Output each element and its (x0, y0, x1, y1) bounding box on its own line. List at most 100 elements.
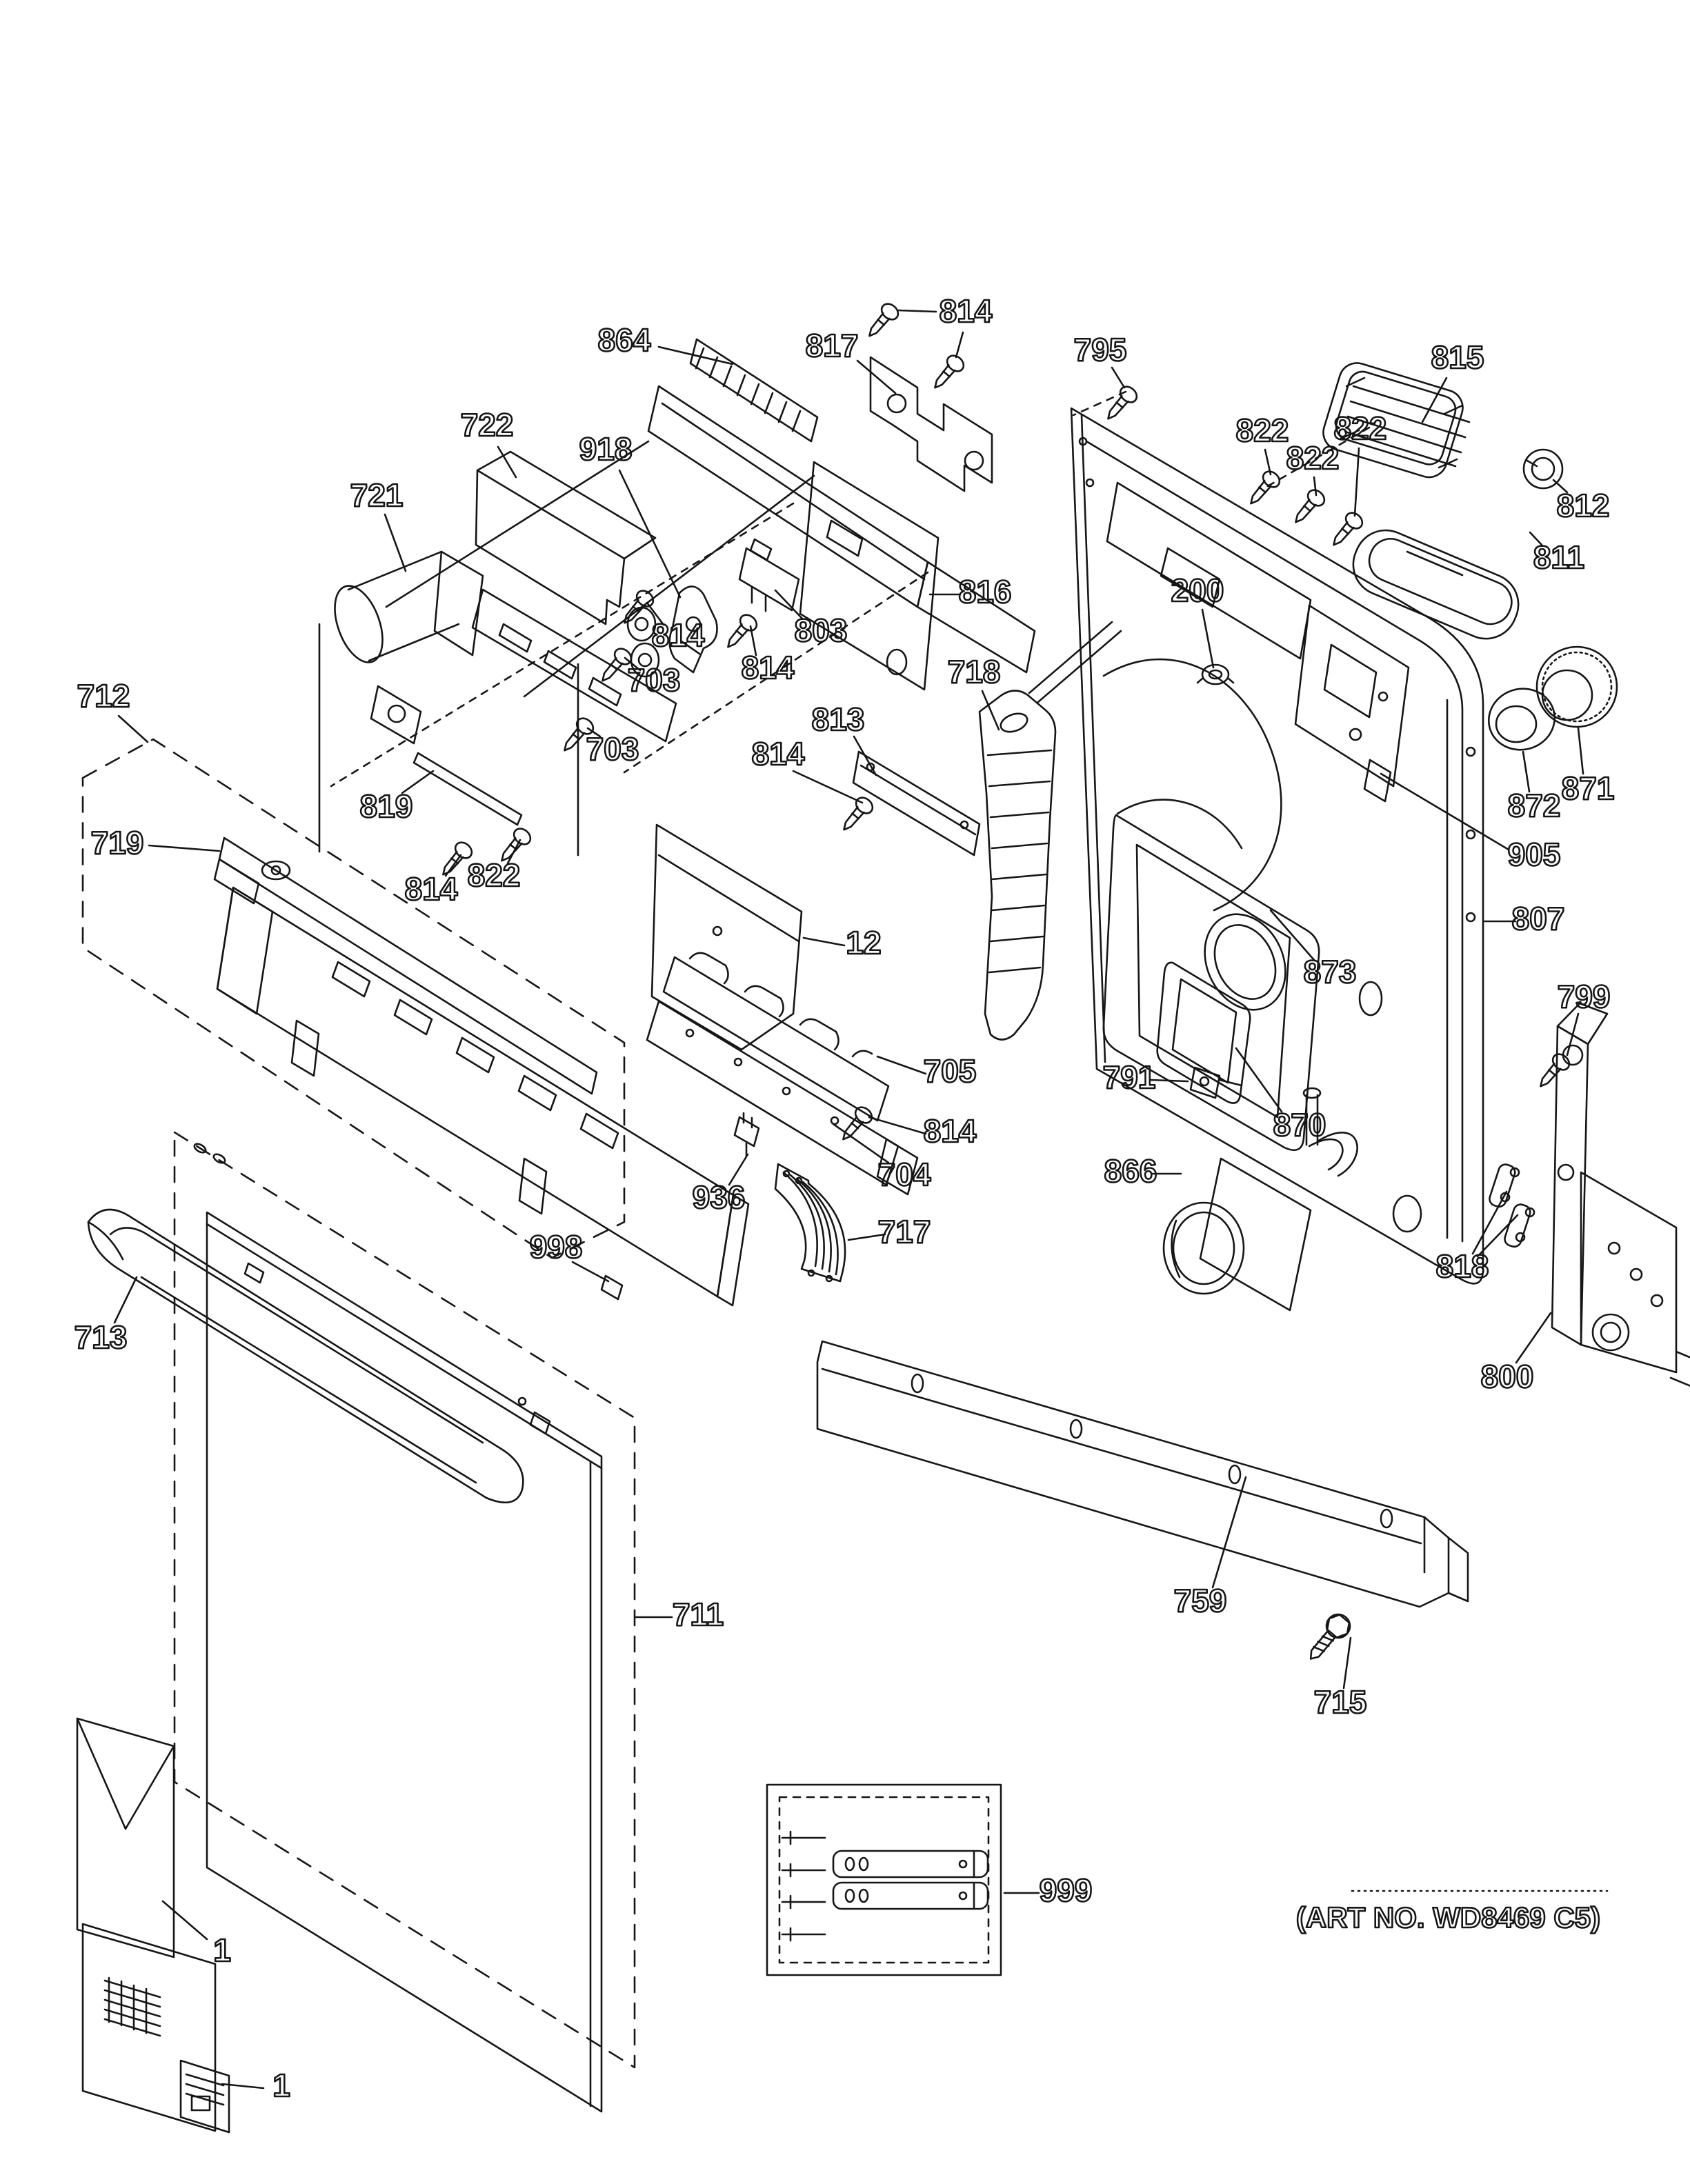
callout-814: 814 (750, 735, 864, 804)
callout-leader-line (1211, 1476, 1247, 1589)
callout-leader-line (1353, 447, 1360, 517)
callout-leader-line (728, 1153, 749, 1186)
door-liner-873 (1102, 814, 1320, 1151)
callout-leader-line (802, 936, 846, 947)
callout-label: 818 (1436, 1248, 1489, 1284)
kit-screws (781, 1830, 826, 1942)
callout-905: 905 (1380, 772, 1562, 873)
art-number-text: (ART NO. WD8469 C5) (1296, 1901, 1600, 1934)
callout-759: 759 (1173, 1476, 1247, 1619)
callout-label: 872 (1508, 788, 1561, 823)
callout-871: 871 (1560, 727, 1616, 807)
callout-label: 813 (812, 701, 865, 737)
callout-leader-line (624, 657, 642, 672)
vent-721 (334, 550, 484, 745)
callout-leader-line (856, 359, 897, 394)
callout-leader-line (618, 469, 682, 599)
callout-label: 918 (579, 431, 633, 467)
callout-leader-line (1577, 727, 1584, 775)
callout-719: 719 (90, 824, 221, 861)
callout-leader-line (221, 2083, 265, 2090)
callout-leader-line (749, 625, 757, 657)
callout-label: 864 (598, 322, 651, 358)
callout-leader-line (506, 839, 521, 865)
callout-label: 718 (948, 654, 1001, 690)
bracket-817 (869, 356, 993, 492)
callout-leader-line (1529, 531, 1543, 546)
callout-leader-line (876, 1055, 927, 1075)
callout-leader-line (444, 854, 462, 877)
callout-label: 759 (1174, 1583, 1227, 1619)
callout-811: 811 (1529, 531, 1585, 576)
seal-ring-872 (1487, 688, 1556, 751)
callout-label: 822 (1286, 440, 1340, 476)
callout-label: 713 (74, 1319, 128, 1355)
callout-795: 795 (1073, 331, 1128, 389)
callout-label: 719 (91, 825, 144, 861)
callout-label: 704 (878, 1156, 931, 1192)
callout-leader-line (586, 727, 602, 738)
strip-819 (412, 752, 523, 826)
callout-label: 822 (468, 857, 521, 893)
callout-leader-line (401, 770, 435, 794)
callout-leader-line (161, 1900, 208, 1941)
ribbon-cable-717 (774, 1163, 846, 1283)
callout-873: 873 (1269, 909, 1358, 990)
callout-label: 873 (1304, 954, 1357, 990)
callout-leader-line (646, 601, 665, 626)
callout-label: 795 (1074, 332, 1127, 368)
callout-label: 936 (693, 1179, 746, 1215)
inner-door-panel (1070, 407, 1484, 1285)
callout-704: 704 (832, 1123, 932, 1193)
callout-leader-line (1269, 909, 1315, 961)
callout-800: 800 (1480, 1312, 1552, 1395)
clip-791 (1189, 1066, 1243, 1099)
projection-lines (318, 390, 1609, 1892)
door-group (87, 1131, 636, 2113)
callout-label: 12 (846, 925, 881, 961)
console-rail (647, 385, 1036, 674)
callout-leader-line (497, 445, 517, 479)
callout-814: 814 (646, 601, 706, 654)
callout-leader-line (1421, 377, 1448, 423)
callout-label: 815 (1431, 339, 1484, 375)
hardware-kit-999 (766, 1783, 1002, 1976)
callout-705: 705 (876, 1052, 977, 1090)
callout-leader-line (897, 309, 937, 313)
callout-12: 12 (802, 924, 882, 961)
callout-label: 722 (461, 407, 514, 443)
callout-998: 998 (528, 1228, 610, 1283)
callout-leader-line (868, 1116, 927, 1135)
callout-label: 814 (924, 1113, 977, 1149)
callout-807: 807 (1483, 900, 1566, 937)
callout-label: 814 (652, 617, 705, 653)
callout-822: 822 (466, 839, 521, 894)
callout-712: 712 (76, 677, 149, 743)
callout-label: 791 (1103, 1059, 1156, 1095)
callout-866: 866 (1103, 1152, 1182, 1190)
callout-936: 936 (691, 1153, 749, 1216)
callout-703: 703 (624, 657, 682, 699)
callout-999: 999 (1003, 1872, 1093, 1909)
callout-label: 200 (1171, 572, 1224, 608)
callout-718: 718 (946, 653, 1002, 731)
literature-1 (81, 1923, 230, 2134)
callout-872: 872 (1507, 750, 1562, 824)
callout-leader-line (1235, 1047, 1283, 1113)
callout-leader-line (1264, 448, 1272, 476)
callout-822: 822 (1235, 412, 1290, 476)
callout-leader-line (1313, 476, 1318, 497)
door-control-module (1294, 604, 1410, 803)
hinge-plate-800 (1551, 1002, 1690, 1387)
dashed-box-998 (173, 1131, 636, 2069)
callout-leader-line (1552, 479, 1569, 494)
callout-label: 814 (752, 736, 805, 772)
callout-leader-line (774, 589, 804, 620)
callout-leader-line (117, 714, 149, 743)
callout-819: 819 (359, 770, 435, 825)
callout-leader-line (981, 690, 1000, 731)
callout-813: 813 (811, 701, 877, 777)
